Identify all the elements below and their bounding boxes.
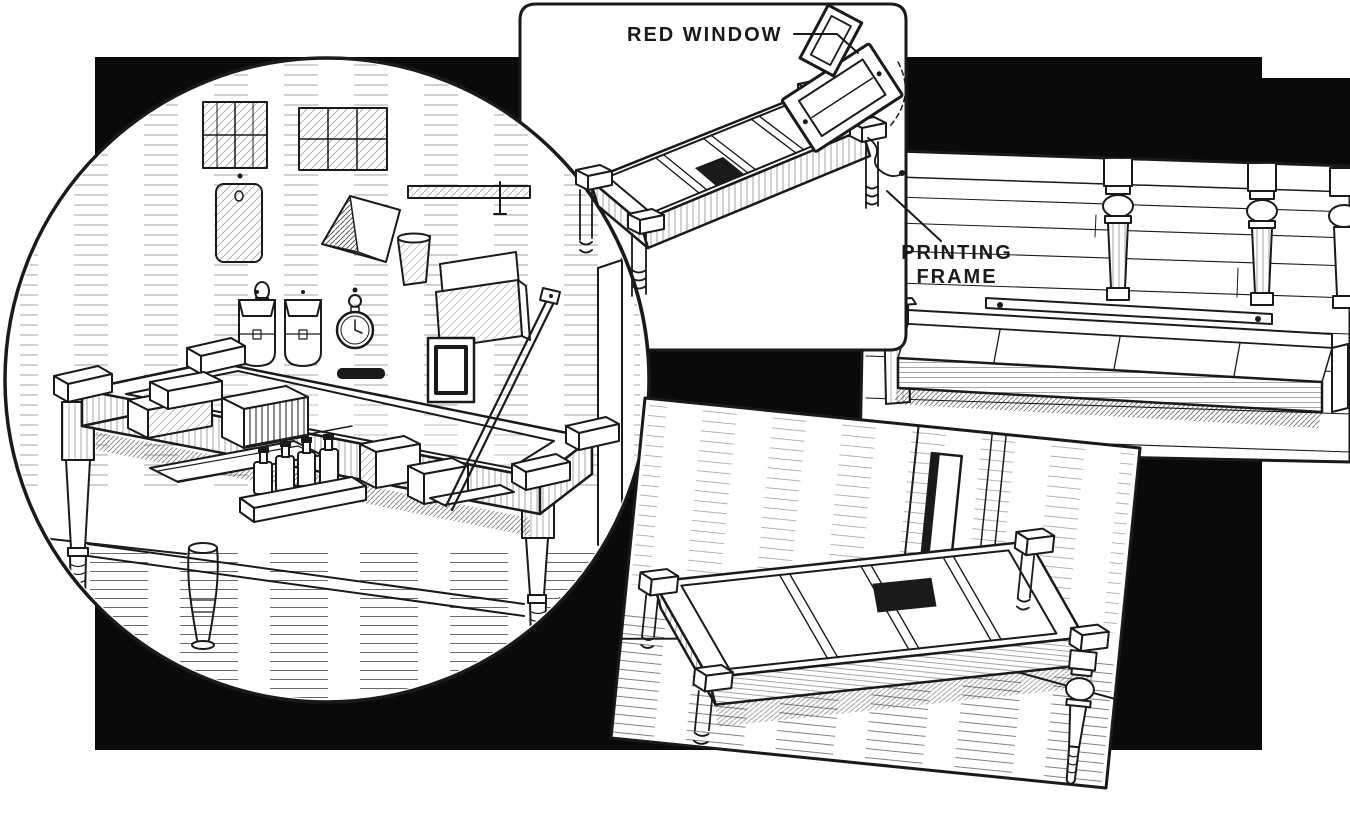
supply-boxes-stack [298, 107, 388, 171]
screw-foot-leg [631, 233, 647, 297]
corner-post-cap [1013, 527, 1056, 557]
corner-post-cap [53, 365, 113, 403]
labels-layer: PRINTING FRAME [886, 190, 1013, 288]
screw-foot-leg [1016, 553, 1035, 611]
red-window-leader-line [793, 33, 859, 54]
holster-case [284, 290, 322, 367]
screw-foot-leg [865, 141, 879, 209]
ribbed-card-box [221, 385, 309, 449]
corner-post-cap [637, 568, 680, 597]
printing-frame-label-line2: FRAME [916, 266, 997, 288]
red-window-label: RED WINDOW [627, 24, 783, 46]
work-tray [575, 78, 887, 297]
stirring-rod [444, 287, 561, 512]
pull-cord [867, 137, 905, 177]
screw-foot-leg [640, 594, 660, 649]
bottle-crate-back [245, 425, 353, 447]
folded-focusing-cloth [321, 195, 401, 263]
corner-post-cap [627, 208, 665, 235]
printing-frame-label-line1: PRINTING [901, 242, 1013, 264]
printing-frame-leader-line [886, 190, 942, 242]
wall-board [919, 451, 964, 565]
box-on-table [407, 457, 469, 505]
corner-post-cap [511, 453, 571, 491]
lower-stretcher [87, 543, 525, 617]
screw-foot-leg [579, 189, 593, 254]
cleat-board [985, 297, 1273, 325]
turned-table-leg [1328, 167, 1350, 309]
corner-post-cap [565, 416, 620, 451]
holster-case [238, 290, 276, 367]
storage-tray-under-table [879, 297, 1349, 428]
measuring-cup [397, 232, 431, 286]
red-window-inset-panel [609, 396, 1142, 790]
screw-foot-leg [692, 689, 714, 745]
under-table-inset-panel [858, 148, 1350, 464]
supply-boxes-stack [202, 101, 268, 169]
hanging-paddle [215, 173, 263, 263]
wall-slot [337, 368, 385, 379]
red-window-flap [798, 3, 864, 78]
turned-table-leg [1246, 162, 1278, 306]
corner-post-cap [575, 164, 613, 191]
turned-middle-leg [187, 542, 219, 650]
wall-file-box [435, 251, 531, 349]
bottle-crate-front [239, 476, 367, 523]
turned-table-leg [1102, 157, 1134, 301]
pocket-watch-timer [335, 287, 375, 350]
printing-frame-inset-panel: RED WINDOW [518, 2, 908, 352]
pegboard-items [202, 101, 531, 404]
tray-opening [695, 157, 744, 186]
tray-opening [872, 577, 937, 613]
corner-post-cap [692, 664, 734, 693]
items-on-table [127, 371, 515, 523]
box-on-table [149, 371, 223, 410]
flat-board [429, 484, 515, 506]
wall-rail [407, 181, 531, 215]
turned-screw-leg [1064, 649, 1098, 785]
floorboard-joints [984, 214, 1290, 373]
workbench-inset-circle [3, 56, 651, 704]
picture-frame [426, 336, 476, 404]
developing-tray [637, 527, 1110, 785]
